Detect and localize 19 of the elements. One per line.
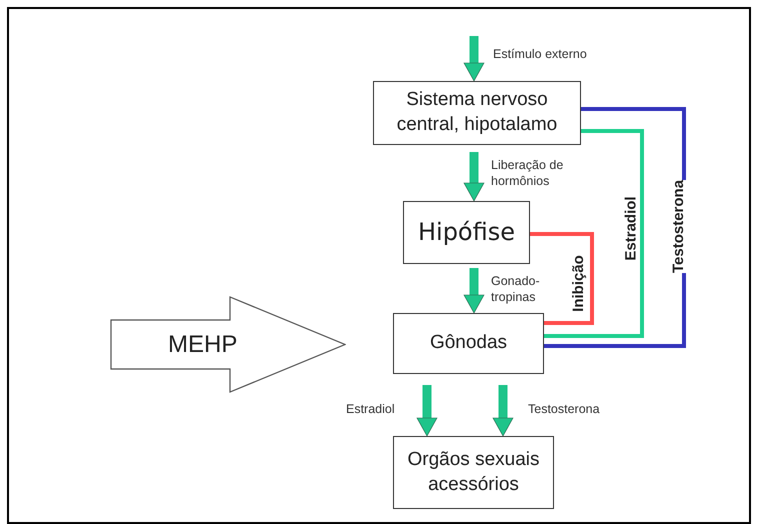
block-arrow (110, 296, 346, 393)
node-label: Hipófise (418, 216, 516, 248)
arrow (464, 268, 484, 314)
node-label: Gônodas (430, 331, 508, 356)
process-box (393, 313, 544, 374)
arrow (464, 36, 484, 82)
node-label: MEHP (167, 330, 238, 360)
edge-label: Inibição (569, 254, 586, 312)
node-label: Sistema nervoso central, hipotalamo (396, 88, 558, 137)
arrow (464, 152, 484, 202)
process-box (373, 81, 581, 145)
arrow (416, 385, 438, 436)
feedback-line (544, 129, 644, 338)
node-label: Orgãos sexuais acessórios (406, 448, 540, 496)
arrow (492, 385, 514, 436)
process-box (393, 436, 554, 509)
process-box (403, 201, 530, 264)
feedback-line (530, 232, 594, 325)
edge-label: Testosterona (670, 179, 687, 273)
